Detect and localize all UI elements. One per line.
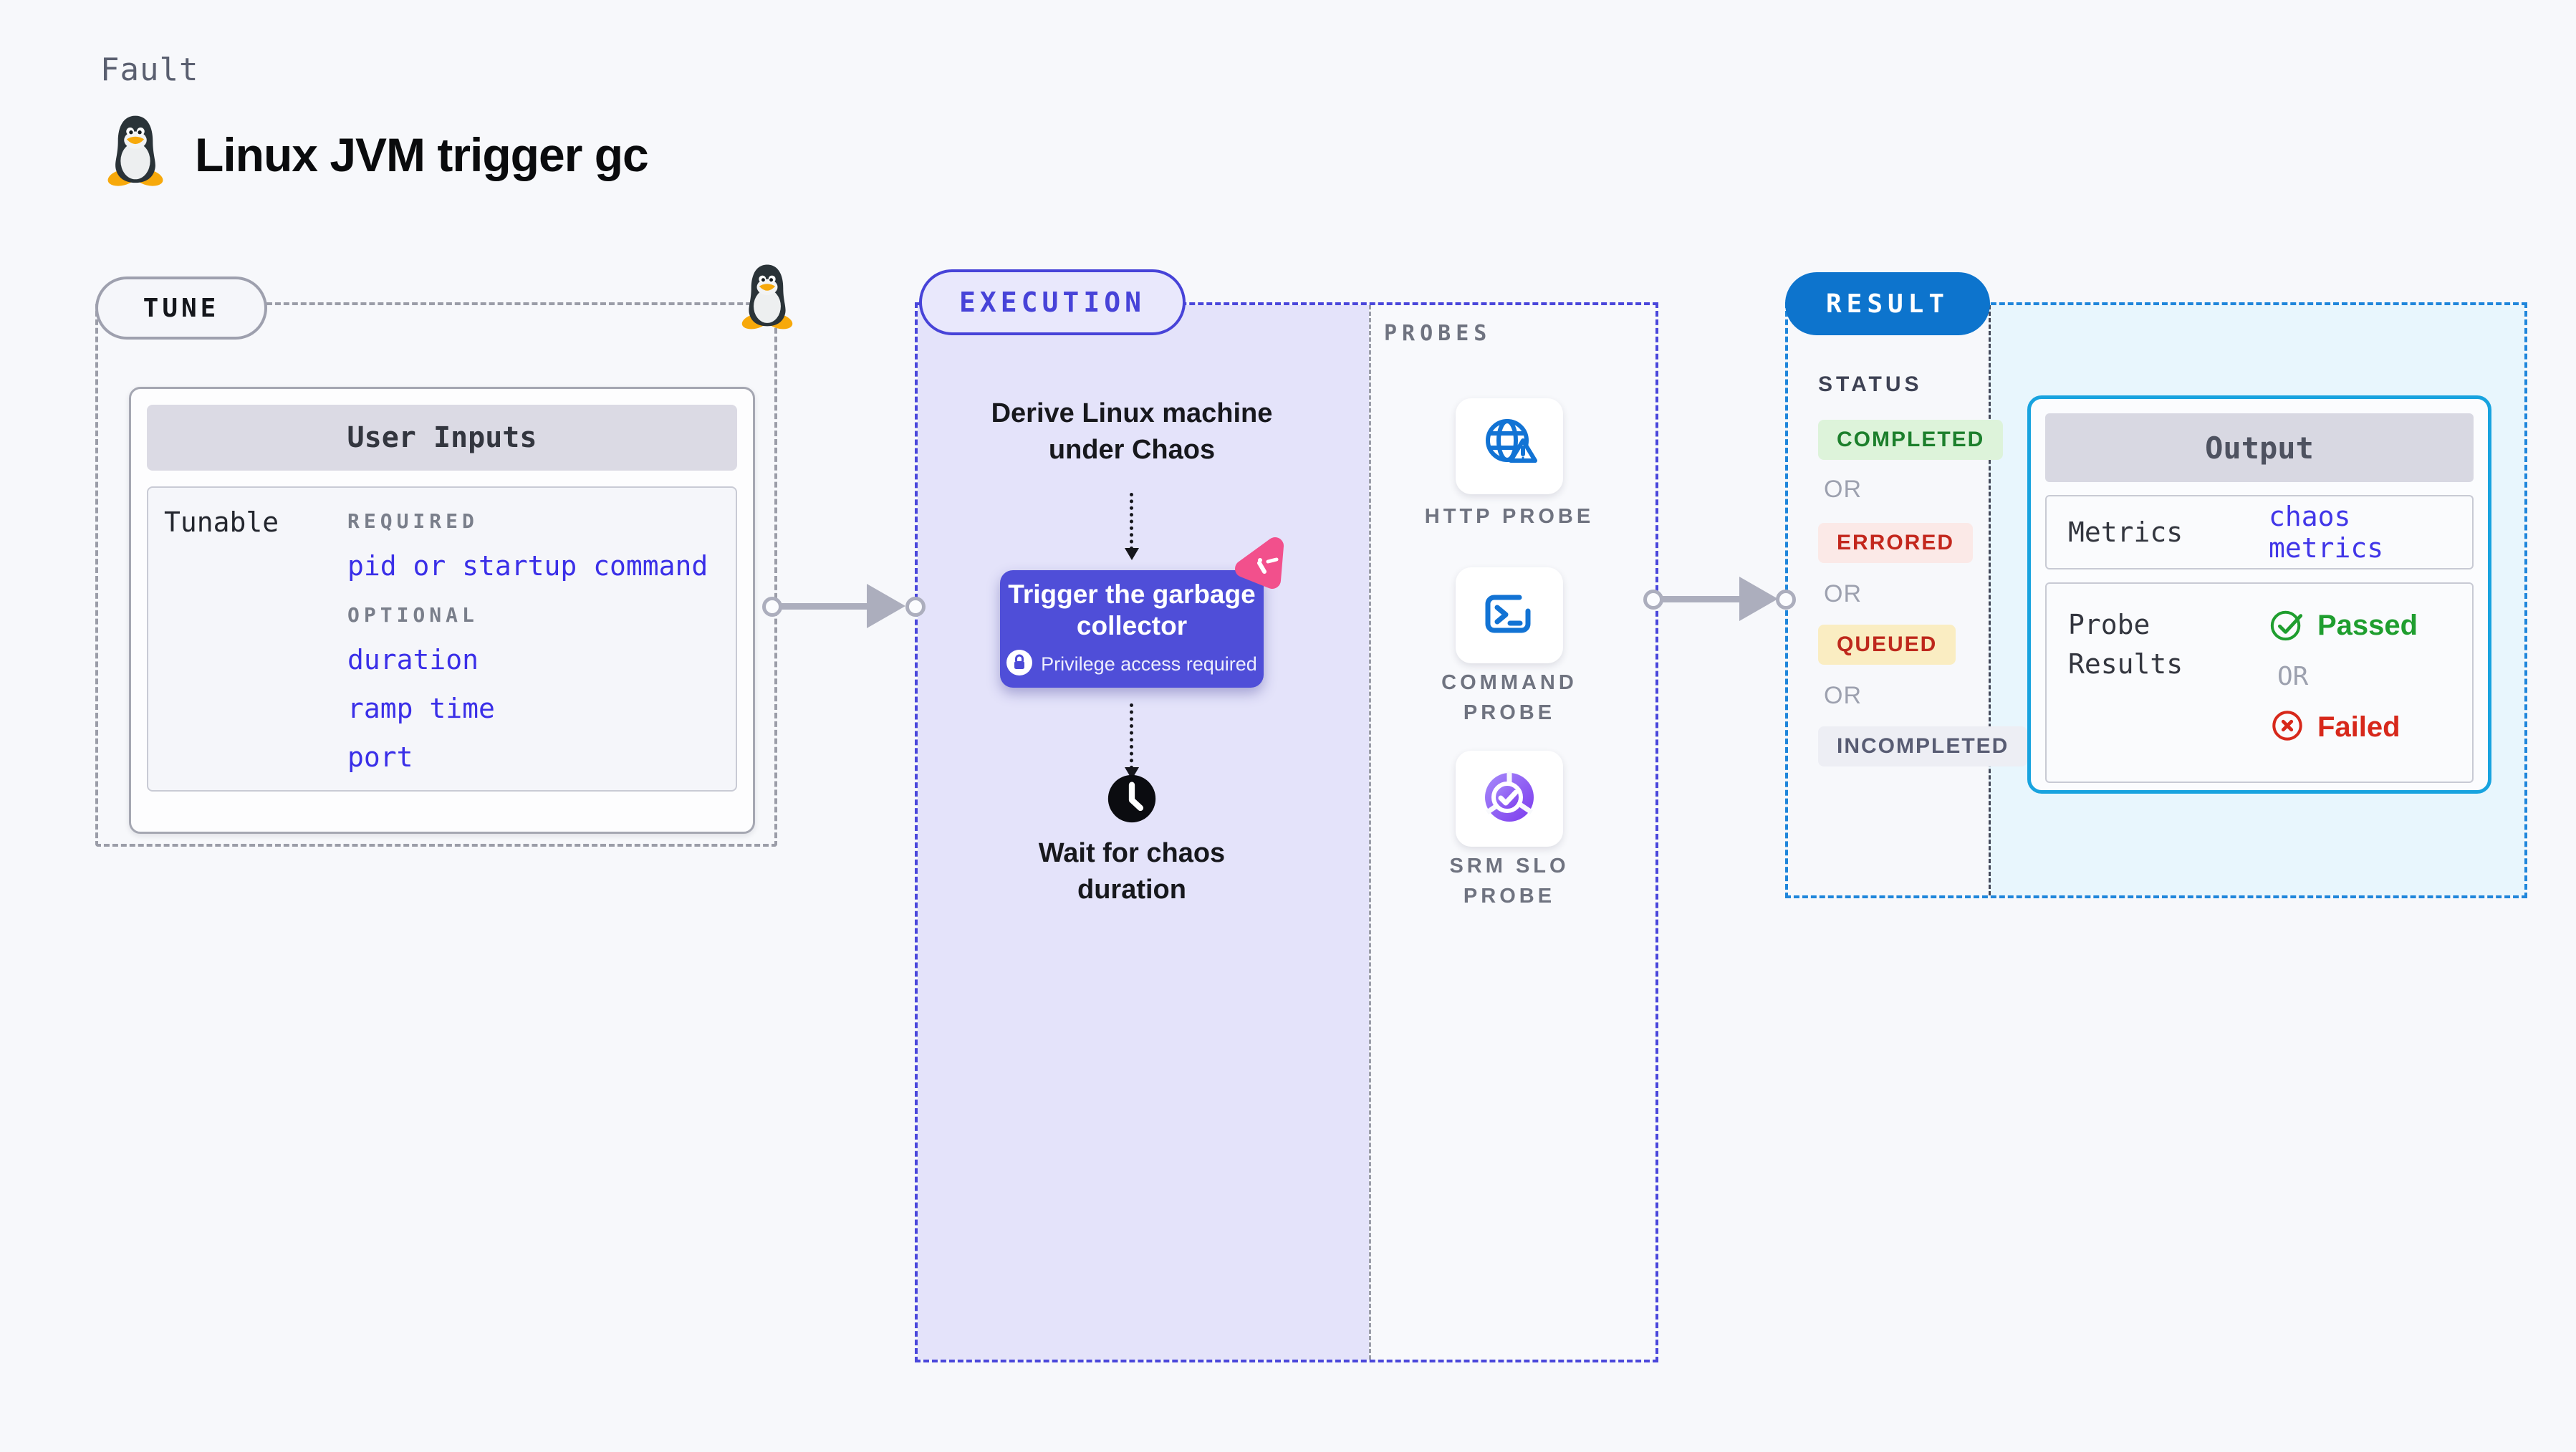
- or-separator: OR: [2277, 662, 2309, 691]
- trigger-gc-node: Trigger the garbage collector Privilege …: [1000, 570, 1264, 688]
- probe-label-srm-slo: SRM SLO PROBE: [1449, 855, 1570, 908]
- status-caption: STATUS: [1818, 372, 1923, 396]
- status-badge-label: ERRORED: [1818, 523, 1974, 563]
- status-badge-errored: ERRORED: [1818, 523, 1974, 563]
- user-inputs-header: User Inputs: [147, 405, 737, 471]
- output-header: Output: [2045, 413, 2474, 482]
- arrow-head: [1739, 577, 1778, 621]
- wait-step-label: Wait for chaos duration: [1038, 838, 1226, 905]
- tunable-link-duration[interactable]: duration: [347, 644, 479, 675]
- derive-step-label: Derive Linux machine under Chaos: [991, 398, 1273, 466]
- tune-badge: TUNE: [95, 277, 267, 340]
- tux-penguin-icon: [105, 113, 166, 186]
- probe-results-row: Probe Results Passed OR: [2045, 582, 2474, 783]
- flow-arrow-tune-to-execution: [762, 584, 926, 639]
- probe-card-command: [1456, 567, 1563, 663]
- user-inputs-body: Tunable REQUIRED pid or startup command …: [147, 486, 737, 792]
- tunable-link-pid-or-startup-command[interactable]: pid or startup command: [347, 550, 708, 582]
- status-badge-completed: COMPLETED: [1818, 420, 2004, 460]
- connector-dot: [762, 597, 782, 617]
- connector-dot: [1643, 590, 1663, 610]
- status-badge-queued: QUEUED: [1818, 625, 1956, 665]
- arrow-shaft: [781, 603, 867, 610]
- flow-connector-down: [1125, 703, 1139, 779]
- privilege-note: Privilege access required: [1041, 653, 1257, 675]
- optional-caption: OPTIONAL: [347, 603, 479, 627]
- status-badge-label: COMPLETED: [1818, 420, 2004, 460]
- tunable-link-port[interactable]: port: [347, 741, 413, 773]
- probe-results-label-text: Probe Results: [2068, 609, 2183, 681]
- or-separator: OR: [1824, 682, 1862, 709]
- probe-label-http: HTTP PROBE: [1424, 505, 1595, 528]
- page-title: Linux JVM trigger gc: [195, 128, 649, 181]
- probe-label-command: COMMAND PROBE: [1441, 671, 1577, 725]
- tunable-link-ramp-time[interactable]: ramp time: [347, 693, 495, 724]
- result-badge: RESULT: [1785, 272, 1990, 335]
- arrow-shaft: [1662, 596, 1739, 602]
- or-separator: OR: [1824, 476, 1862, 503]
- status-badge-label: INCOMPLETED: [1818, 726, 2028, 766]
- status-badge-incompleted: INCOMPLETED: [1818, 726, 2028, 766]
- connector-dot: [905, 597, 926, 617]
- tunable-row-label: Tunable: [164, 506, 279, 538]
- terminal-icon: [1475, 580, 1544, 652]
- tux-penguin-icon: [739, 262, 795, 330]
- passed-label: Passed: [2317, 610, 2418, 641]
- check-circle-icon: [2269, 605, 2306, 646]
- execution-badge: EXECUTION: [919, 269, 1186, 335]
- execution-flow-area: [918, 305, 1369, 1360]
- required-caption: REQUIRED: [347, 509, 479, 533]
- tune-section: [95, 302, 777, 847]
- probe-results-label: Probe Results: [2068, 605, 2269, 684]
- slo-gauge-icon: [1475, 763, 1544, 835]
- privilege-row: Privilege access required: [1006, 650, 1257, 679]
- failed-label: Failed: [2317, 711, 2400, 743]
- or-separator: OR: [1824, 580, 1862, 607]
- user-inputs-card: User Inputs Tunable REQUIRED pid or star…: [129, 387, 755, 834]
- failed-verdict: Failed: [2269, 707, 2418, 748]
- status-badge-label: QUEUED: [1818, 625, 1956, 665]
- fault-kicker: Fault: [100, 52, 199, 88]
- metrics-label: Metrics: [2068, 516, 2183, 548]
- flow-connector-down: [1125, 493, 1139, 560]
- trigger-gc-title: Trigger the garbage collector: [1008, 579, 1256, 640]
- passed-verdict: Passed: [2269, 605, 2418, 646]
- globe-alert-icon: [1475, 410, 1544, 483]
- arrow-head: [867, 584, 905, 628]
- tunable-fields: REQUIRED pid or startup command OPTIONAL…: [347, 505, 730, 790]
- lock-icon: [1006, 650, 1033, 679]
- metrics-row: Metrics chaos metrics: [2045, 495, 2474, 569]
- probes-caption: PROBES: [1384, 321, 1492, 346]
- probe-card-http: [1456, 398, 1563, 494]
- probe-card-srm-slo: [1456, 751, 1563, 847]
- x-circle-icon: [2269, 707, 2306, 748]
- clock-icon: [1107, 774, 1157, 824]
- metrics-value-link[interactable]: chaos metrics: [2269, 501, 2384, 564]
- flow-arrow-execution-to-result: [1643, 577, 1796, 632]
- chaos-experiment-icon: [1229, 533, 1295, 599]
- connector-dot: [1776, 590, 1796, 610]
- output-card: Output Metrics chaos metrics Probe Resul…: [2027, 395, 2491, 794]
- probe-results-verdicts: Passed OR Failed: [2269, 605, 2418, 748]
